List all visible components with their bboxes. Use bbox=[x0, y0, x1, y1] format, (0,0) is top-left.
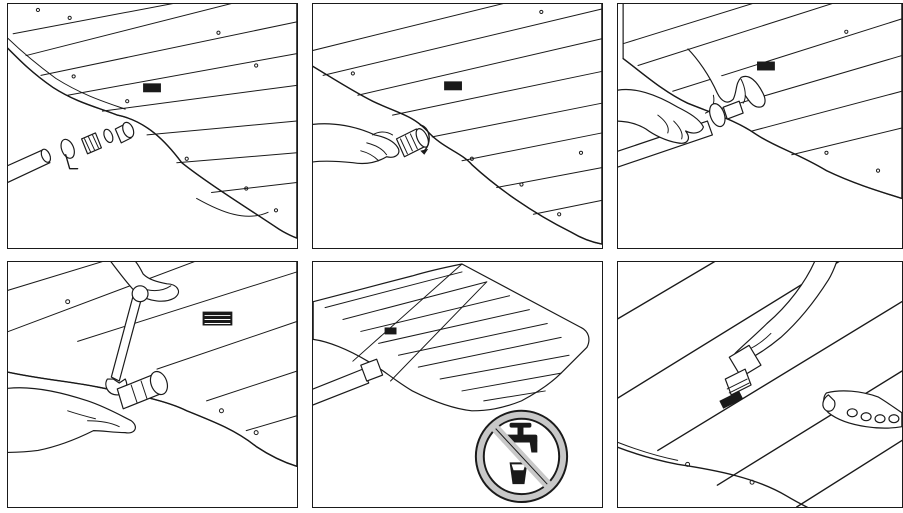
solar-mat bbox=[618, 262, 902, 507]
hose-clamp bbox=[58, 137, 77, 168]
mat-grille-icon bbox=[444, 81, 462, 90]
step-5-panel bbox=[312, 261, 603, 508]
mat-grille-icon bbox=[143, 83, 161, 92]
hose bbox=[313, 359, 383, 407]
step-3-illustration bbox=[618, 4, 902, 248]
step-5-illustration bbox=[313, 262, 602, 507]
hose bbox=[8, 148, 52, 185]
hand-lower bbox=[8, 388, 135, 453]
no-drinking-water-sign bbox=[476, 411, 567, 502]
hand bbox=[313, 124, 399, 164]
step-3-panel bbox=[617, 3, 903, 249]
foot bbox=[823, 391, 902, 428]
step-6-illustration bbox=[618, 262, 902, 507]
o-ring bbox=[102, 128, 115, 144]
solar-mat bbox=[313, 4, 602, 244]
step-1-panel bbox=[7, 3, 298, 249]
step-4-illustration bbox=[8, 262, 297, 507]
step-2-panel bbox=[312, 3, 603, 249]
mat-grille-icon bbox=[203, 312, 233, 326]
cleaning-brush bbox=[719, 345, 761, 408]
step-1-illustration bbox=[8, 4, 297, 248]
mat-grille-icon bbox=[757, 62, 775, 71]
step-4-panel bbox=[7, 261, 298, 508]
step-6-panel bbox=[617, 261, 903, 508]
mat-grille-icon bbox=[385, 327, 397, 334]
solar-mat bbox=[8, 4, 297, 238]
mat-fitting bbox=[115, 121, 135, 143]
hose-connector bbox=[82, 133, 102, 154]
step-2-illustration bbox=[313, 4, 602, 248]
